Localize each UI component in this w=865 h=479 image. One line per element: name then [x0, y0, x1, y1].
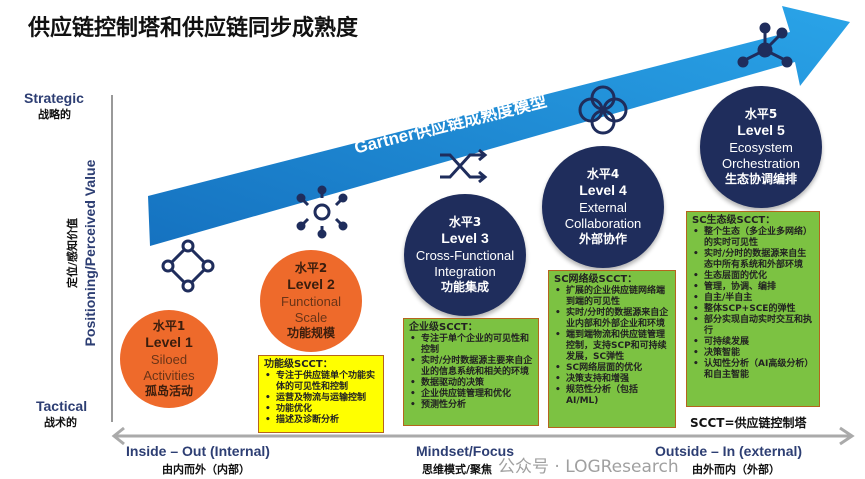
box-item: 实时/分时的数据源来自企业内部和外部企业和环境 [554, 308, 670, 330]
box-item: 管理，协调、编排 [692, 282, 814, 293]
level-en: Cross-Functional [415, 247, 515, 263]
level-en: External [579, 199, 627, 215]
box-item: 专注于供应链单个功能实体的可见性和控制 [264, 371, 378, 393]
level-cn: 水平5 [744, 107, 778, 121]
level-cn: 水平3 [448, 215, 482, 229]
level-en: Collaboration [564, 215, 642, 231]
level-en: Activities [143, 367, 195, 383]
watermark: 公众号 · LOGResearch [498, 457, 679, 477]
box-item: 运营及物流与运输控制 [264, 393, 378, 404]
level-en: Orchestration [721, 155, 801, 171]
level-en: Scale [294, 309, 328, 325]
x-label-focus-cn: 思维模式/聚焦 [422, 463, 493, 476]
box-item: 企业供应链管理和优化 [409, 389, 533, 400]
y-axis-label-en: Positioning/Perceived Value [82, 159, 98, 347]
level-number: Level 4 [579, 182, 627, 198]
box-item: 数据驱动的决策 [409, 378, 533, 389]
level-en: Siloed [150, 351, 188, 367]
box-item: 规范性分析（包括AI/ML) [554, 385, 670, 407]
level-number: Level 2 [287, 276, 335, 292]
y-bottom-en: Tactical [36, 398, 88, 414]
level-3-circle: 水平3 Level 3 Cross-Functional Integration… [404, 194, 526, 316]
network-icon [737, 22, 793, 68]
box-item: 专注于单个企业的可见性和控制 [409, 334, 533, 356]
network-scct-box: SC网络级SCCT： 扩展的企业供应链网络端到端的可见性实时/分时的数据源来自企… [548, 270, 676, 428]
box-item: 整个生态（多企业多网络）的实时可见性 [692, 227, 814, 249]
x-label-internal-en: Inside – Out (Internal) [126, 443, 270, 459]
y-top-cn: 战略的 [38, 108, 71, 121]
level-name: 生态协调编排 [724, 172, 797, 186]
box-item: SC网络层面的优化 [554, 363, 670, 374]
box-item: 预测性分析 [409, 400, 533, 411]
box-item: 生态层面的优化 [692, 271, 814, 282]
x-label-internal-cn: 由内而外（内部） [162, 463, 250, 476]
box-title: 企业级SCCT： [409, 322, 478, 333]
level-number: Level 1 [145, 334, 193, 350]
gear-nodes-icon [296, 185, 348, 239]
box-item: 可持续发展 [692, 337, 814, 348]
diamond-nodes-icon [161, 239, 215, 293]
box-item: 实时/分时的数据源来自生态中所有系统和外部环境 [692, 249, 814, 271]
enterprise-scct-box: 企业级SCCT： 专注于单个企业的可见性和控制实时/分时数据源主要来自企业的信息… [403, 318, 539, 426]
box-item: 自主/半自主 [692, 293, 814, 304]
level-name: 功能规模 [286, 326, 335, 340]
level-number: Level 3 [441, 230, 489, 246]
rings-icon [578, 85, 628, 135]
x-label-external-en: Outside – In (external) [655, 443, 803, 459]
box-item: 端到端物流和供应链管理控制，支持SCP和可持续发展，SC弹性 [554, 330, 670, 363]
box-item: 认知性分析（AI高级分析）和自主智能 [692, 359, 814, 381]
box-item: 描述及诊断分析 [264, 415, 378, 426]
level-en: Ecosystem [729, 139, 793, 155]
level-cn: 水平4 [586, 167, 620, 181]
level-name: 孤岛活动 [144, 384, 193, 398]
box-title: 功能级SCCT： [264, 359, 333, 370]
y-bottom-cn: 战术的 [44, 416, 77, 429]
box-item: 整体SCP+SCE的弹性 [692, 304, 814, 315]
x-label-focus-en: Mindset/Focus [416, 443, 515, 459]
box-item: 部分实现自动实时交互和执行 [692, 315, 814, 337]
level-number: Level 5 [737, 122, 785, 138]
x-label-external-cn: 由外而内（外部） [692, 463, 780, 476]
level-4-circle: 水平4 Level 4 External Collaboration 外部协作 [542, 146, 664, 268]
level-name: 外部协作 [578, 232, 627, 246]
functional-scct-box: 功能级SCCT： 专注于供应链单个功能实体的可见性和控制运营及物流与运输控制功能… [258, 355, 384, 433]
level-name: 功能集成 [440, 280, 489, 294]
box-item: 功能优化 [264, 404, 378, 415]
ecosystem-scct-box: SC生态级SCCT： 整个生态（多企业多网络）的实时可见性实时/分时的数据源来自… [686, 211, 820, 407]
level-cn: 水平1 [152, 319, 186, 333]
box-item: 实时/分时数据源主要来自企业的信息系统和相关的环境 [409, 356, 533, 378]
level-2-circle: 水平2 Level 2 Functional Scale 功能规模 [260, 250, 362, 352]
box-item: 扩展的企业供应链网络端到端的可见性 [554, 286, 670, 308]
y-top-en: Strategic [24, 90, 84, 106]
box-title: SC生态级SCCT： [692, 215, 776, 226]
level-en: Functional [281, 293, 341, 309]
shuffle-icon [440, 148, 488, 184]
level-1-circle: 水平1 Level 1 Siloed Activities 孤岛活动 [120, 310, 218, 408]
level-5-circle: 水平5 Level 5 Ecosystem Orchestration 生态协调… [700, 86, 822, 208]
x-axis-arrowhead-left [111, 426, 125, 446]
level-cn: 水平2 [294, 261, 328, 275]
level-en: Integration [434, 263, 496, 279]
box-item: 决策支持和增强 [554, 374, 670, 385]
y-axis-label-cn: 定位/感知价值 [66, 217, 79, 289]
scct-legend: SCCT=供应链控制塔 [690, 416, 807, 430]
x-axis-arrowhead-right [839, 426, 855, 446]
box-title: SC网络级SCCT： [554, 274, 638, 285]
box-item: 决策智能 [692, 348, 814, 359]
page-title: 供应链控制塔和供应链同步成熟度 [28, 16, 359, 41]
